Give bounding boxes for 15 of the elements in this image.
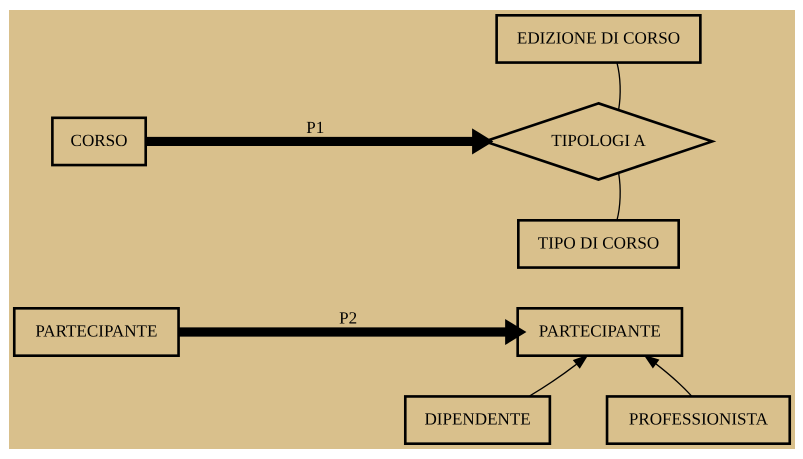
- node-box: CORSO: [50, 116, 147, 166]
- node-box: PARTECIPANTE: [516, 307, 683, 357]
- connector: [616, 62, 620, 110]
- arrow: [178, 318, 526, 346]
- arrow: [146, 128, 493, 154]
- edge-label: P2: [338, 308, 357, 328]
- node-box: PROFESSIONISTA: [605, 395, 791, 446]
- node-box: DIPENDENTE: [403, 395, 551, 446]
- node-box: TIPO DI CORSO: [516, 218, 680, 269]
- arrow: [642, 354, 692, 397]
- node-box: EDIZIONE DI CORSO: [494, 14, 702, 64]
- edge-label: P1: [306, 118, 324, 137]
- node-box: PARTECIPANTE: [12, 307, 180, 357]
- arrow: [528, 354, 588, 397]
- connector: [616, 173, 620, 220]
